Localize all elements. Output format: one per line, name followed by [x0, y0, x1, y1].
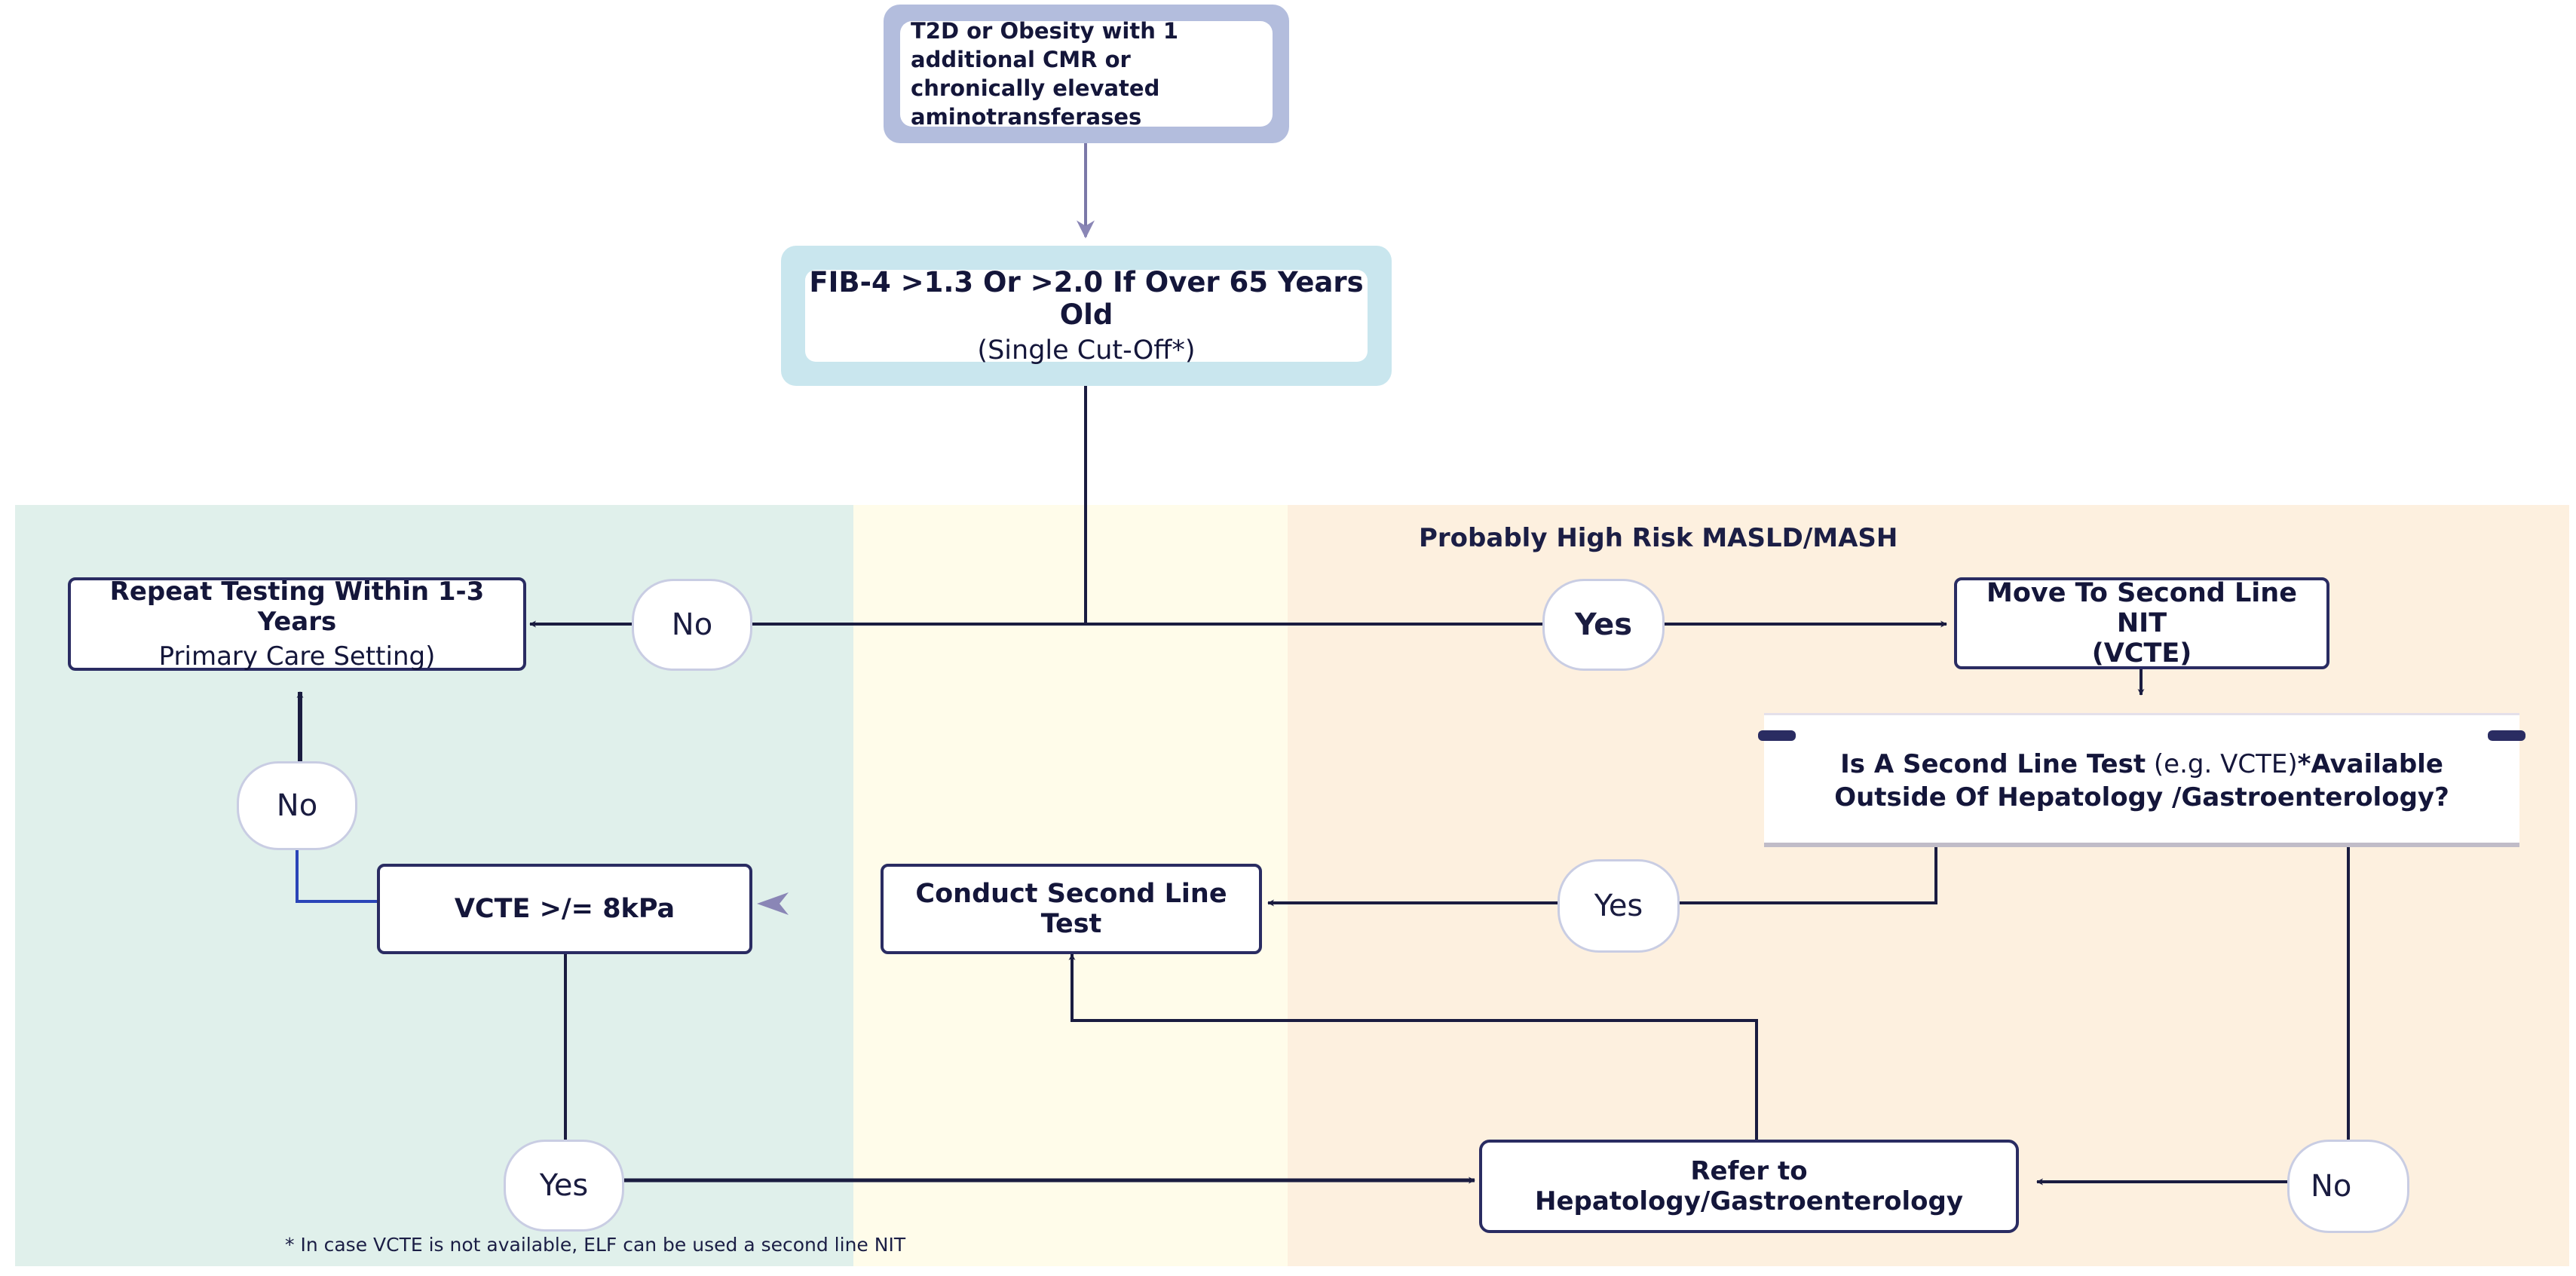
start-node: T2D or Obesity with 1 additional CMR or …: [884, 5, 1289, 143]
high-risk-zone: [1288, 505, 2569, 1266]
fib4-criteria: FIB-4 >1.3 Or >2.0 If Over 65 Years Old: [809, 266, 1364, 331]
conduct-test-label: Conduct Second Line Test: [915, 879, 1227, 939]
question-corner-tab-right: [2488, 730, 2525, 741]
vcte-no-pill: No: [237, 761, 357, 850]
conduct-test-node: Conduct Second Line Test: [881, 864, 1262, 954]
vcte-side-arrowhead: [757, 892, 789, 915]
fib4-cutoff-note: (Single Cut-Off*): [977, 335, 1196, 366]
start-node-text: T2D or Obesity with 1 additional CMR or …: [911, 18, 1179, 130]
availability-question-part2: *Available: [2297, 748, 2443, 779]
fib4-no-pill: No: [632, 579, 752, 671]
refer-node: Refer to Hepatology/Gastroenterology: [1479, 1140, 2019, 1233]
vcte-threshold-node: VCTE >/= 8kPa: [377, 864, 752, 954]
availability-question-part1: Is A Second Line Test: [1840, 748, 2146, 779]
repeat-testing-title: Repeat Testing Within 1-3 Years: [109, 577, 485, 637]
high-risk-zone-label: Probably High Risk MASLD/MASH: [1419, 523, 1898, 553]
edge-refer-conduct: [1068, 953, 1758, 1140]
footnote: * In case VCTE is not available, ELF can…: [285, 1234, 906, 1256]
refer-label: Refer to Hepatology/Gastroenterology: [1534, 1156, 1964, 1216]
availability-question-line2: Outside Of Hepatology /Gastroenterology?: [1834, 782, 2449, 812]
repeat-testing-setting: Primary Care Setting): [158, 641, 436, 672]
second-line-nit-node: Move To Second Line NIT (VCTE): [1954, 577, 2329, 669]
available-no-pill: No: [2287, 1140, 2409, 1233]
availability-question-example: (e.g. VCTE): [2146, 748, 2298, 779]
vcte-threshold-label: VCTE >/= 8kPa: [454, 894, 675, 924]
second-line-nit-subtitle: (VCTE): [2091, 638, 2192, 669]
edge-available-no: [2036, 847, 2350, 1186]
question-corner-tab-left: [1758, 730, 1796, 741]
available-yes-pill: Yes: [1558, 859, 1680, 953]
availability-question-node: Is A Second Line Test (e.g. VCTE)*Availa…: [1758, 713, 2525, 847]
vcte-yes-pill: Yes: [504, 1140, 624, 1232]
repeat-testing-node: Repeat Testing Within 1-3 Years Primary …: [68, 577, 526, 672]
fib4-node: FIB-4 >1.3 Or >2.0 If Over 65 Years Old …: [781, 246, 1392, 386]
edge-available-yes: [1267, 847, 1937, 907]
second-line-nit-title: Move To Second Line NIT: [1986, 578, 2297, 638]
edge-vcte-no: [296, 850, 377, 903]
fib4-yes-pill: Yes: [1542, 579, 1665, 671]
